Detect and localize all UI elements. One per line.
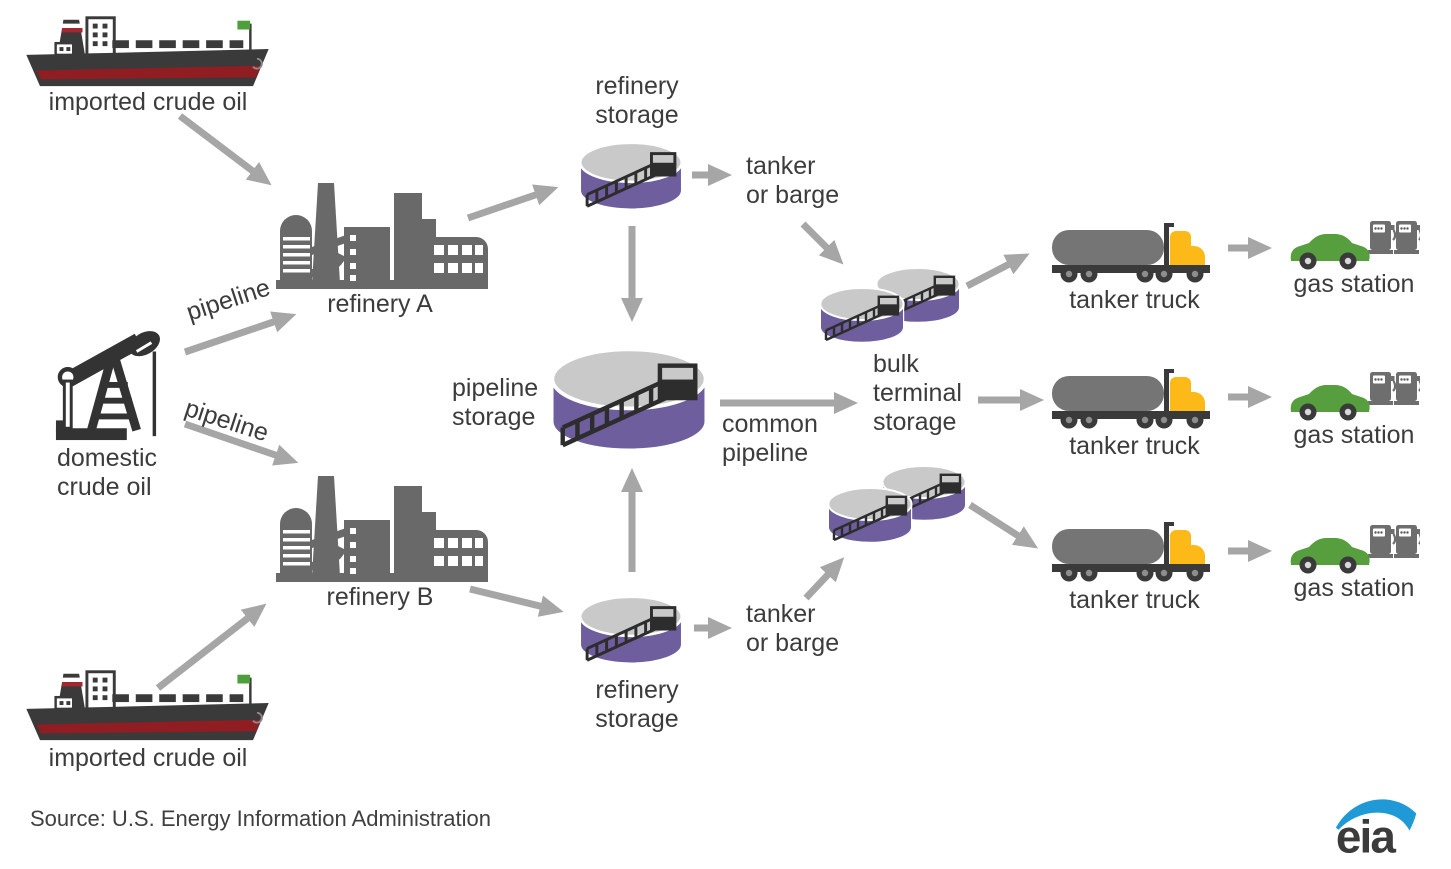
refinery-storage-bottom-line1: refinery	[595, 676, 679, 704]
bulk-terminal-line1: bulk	[873, 350, 919, 378]
common-pipeline-line1: common	[722, 410, 818, 438]
arrow-bulk-tanks-top-to-truck	[965, 253, 1030, 290]
bulk-terminal-line2: terminal	[873, 379, 962, 407]
pipeline-storage-label: pipeline storage	[452, 374, 538, 432]
tanker-truck-icon-bottom	[1052, 520, 1217, 582]
imported-crude-oil-bottom-label: imported crude oil	[48, 744, 248, 772]
pipeline-storage-tank-icon	[548, 342, 710, 460]
refinery-storage-bottom-line2: storage	[595, 705, 679, 733]
imported-crude-oil-top-label: imported crude oil	[48, 88, 248, 116]
pipeline-edge-label-top: pipeline	[183, 273, 274, 327]
gas-station-icon-bottom	[1288, 523, 1420, 579]
arrow-tanker-barge-bottom-to-bulk-tanks	[803, 557, 845, 601]
refinery-storage-bottom-label: refinery storage	[557, 676, 717, 734]
tanker-or-barge-top-label: tanker or barge	[746, 152, 839, 210]
oil-tanker-ship-icon	[25, 662, 270, 748]
refinery-storage-tank-bottom-icon	[576, 592, 686, 670]
oil-pump-jack-icon	[55, 322, 175, 444]
tanker-truck-icon-middle	[1052, 367, 1217, 429]
domestic-crude-oil-line1: domestic	[57, 444, 158, 472]
gas-station-label-top: gas station	[1293, 270, 1415, 298]
pipeline-edge-label-bottom: pipeline	[181, 394, 272, 448]
eia-logo-text: eia	[1336, 811, 1396, 860]
arrow-bulk-tanks-bottom-to-truck	[968, 502, 1039, 549]
tanker-or-barge-top-line2: or barge	[746, 181, 840, 209]
arrow-refinery-b-to-storage	[469, 585, 564, 617]
refinery-storage-tank-top-icon	[576, 138, 686, 216]
refinery-a-label: refinery A	[327, 290, 433, 318]
refinery-b-label: refinery B	[326, 583, 434, 611]
oil-tanker-ship-icon	[25, 8, 270, 94]
eia-swoosh	[1335, 799, 1417, 831]
tanker-truck-label-bottom: tanker truck	[1069, 586, 1200, 614]
tanker-truck-label-top: tanker truck	[1069, 286, 1200, 314]
tanker-or-barge-bottom-label: tanker or barge	[746, 600, 839, 658]
bulk-terminal-storage-label: bulk terminal storage	[873, 350, 962, 437]
bulk-terminal-tank-icon	[818, 284, 906, 348]
refinery-a-factory-icon	[276, 183, 488, 289]
refinery-b-factory-icon	[276, 476, 488, 582]
gas-station-label-bottom: gas station	[1293, 574, 1415, 602]
refinery-storage-top-label: refinery storage	[557, 72, 717, 130]
pipeline-storage-line1: pipeline	[452, 374, 539, 402]
gas-station-icon-top	[1288, 219, 1420, 275]
pipeline-storage-line2: storage	[452, 403, 536, 431]
common-pipeline-label: common pipeline	[722, 410, 818, 468]
bulk-terminal-line3: storage	[873, 408, 957, 436]
tanker-or-barge-bottom-line2: or barge	[746, 629, 840, 657]
tanker-truck-label-middle: tanker truck	[1069, 432, 1200, 460]
arrow-imported-top-to-refinery-a	[177, 113, 272, 186]
gas-station-icon-middle	[1288, 370, 1420, 426]
tanker-truck-icon-top	[1052, 221, 1217, 283]
eia-logo: eia	[1335, 799, 1417, 860]
domestic-crude-oil-line2: crude oil	[57, 473, 152, 501]
bulk-terminal-tank-icon	[826, 484, 914, 548]
arrow-tanker-barge-top-to-bulk-tanks	[800, 221, 844, 265]
refinery-storage-top-line1: refinery	[595, 72, 679, 100]
domestic-crude-oil-label: domestic crude oil	[57, 444, 157, 502]
source-attribution: Source: U.S. Energy Information Administ…	[30, 806, 491, 831]
tanker-or-barge-bottom-line1: tanker	[746, 600, 816, 628]
common-pipeline-line2: pipeline	[722, 439, 809, 467]
tanker-or-barge-top-line1: tanker	[746, 152, 816, 180]
gas-station-label-middle: gas station	[1293, 421, 1415, 449]
refinery-storage-top-line2: storage	[595, 101, 679, 129]
